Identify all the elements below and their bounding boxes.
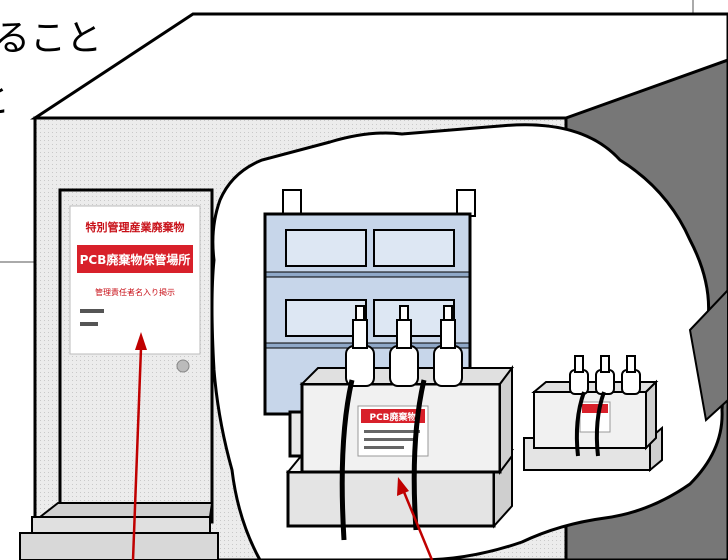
door-knob: [177, 360, 189, 372]
notice-manager-line: 管理責任者名入り掲示: [95, 287, 175, 297]
rack-bracket-left: [283, 190, 301, 216]
rack-shelf: [266, 272, 469, 277]
step-upper: [32, 517, 210, 533]
step-lower: [20, 533, 218, 560]
rack-container: [286, 230, 366, 266]
notice-title: 特別管理産業廃棄物: [86, 220, 185, 234]
rack-container: [374, 230, 454, 266]
pcb-label-text: PCB廃棄物: [369, 411, 416, 423]
notice-banner-text: PCB廃棄物保管場所: [80, 252, 191, 267]
small-transformer-side: [646, 382, 656, 448]
notice-detail-mark: [80, 309, 104, 313]
pcb-label-detail: [364, 446, 404, 449]
rack-bracket-right: [457, 190, 475, 216]
step-top: [40, 503, 212, 517]
transformer-side: [500, 368, 512, 472]
notice-detail-mark: [80, 322, 98, 326]
pcb-label-detail: [364, 430, 420, 433]
pcb-label-detail: [364, 438, 414, 441]
containment-tray-front: [288, 472, 494, 526]
small-pcb-label-banner: [582, 404, 608, 413]
